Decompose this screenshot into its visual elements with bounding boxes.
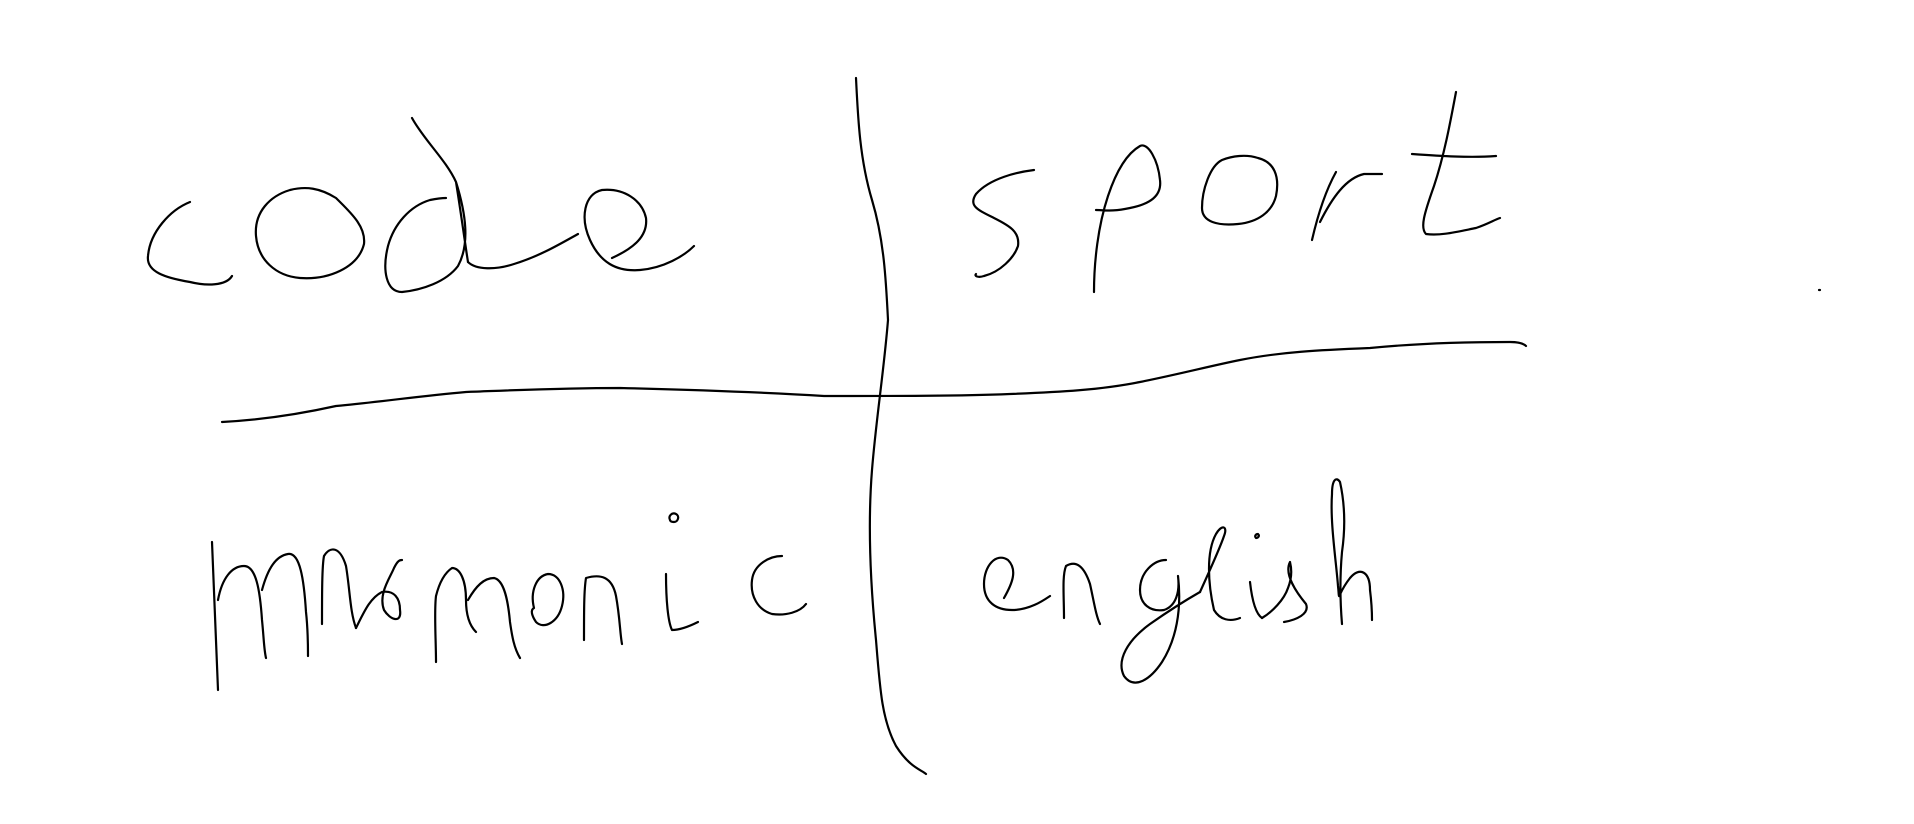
word-english-text: english xyxy=(10,9,14,11)
letter-p xyxy=(1092,144,1162,294)
word-code xyxy=(146,116,696,294)
letter-i2 xyxy=(1248,580,1264,620)
letter-e2 xyxy=(354,558,404,630)
horizontal-divider-line xyxy=(220,340,1528,424)
letter-o3 xyxy=(530,572,565,627)
letter-m-first xyxy=(210,540,310,692)
letter-e xyxy=(466,188,696,272)
letter-g xyxy=(1120,558,1202,684)
letter-o xyxy=(254,187,366,280)
letter-l xyxy=(1198,526,1242,621)
letter-e3 xyxy=(982,556,1052,612)
letter-s2 xyxy=(1260,560,1308,624)
letter-n3 xyxy=(1062,562,1102,626)
letter-s xyxy=(972,168,1036,278)
letter-i xyxy=(664,572,700,632)
letter-o2 xyxy=(1200,154,1279,226)
letter-d xyxy=(384,116,470,294)
letter-c2 xyxy=(750,554,808,616)
letter-t xyxy=(1410,90,1502,236)
letter-r xyxy=(1310,170,1384,242)
word-mnemonic xyxy=(210,512,808,692)
letter-n xyxy=(320,548,358,630)
letter-m-second xyxy=(434,566,522,664)
letter-n2 xyxy=(582,575,624,646)
letter-c xyxy=(146,200,234,286)
letter-i-dot xyxy=(668,512,680,524)
word-english xyxy=(982,478,1374,684)
letter-i2-dot xyxy=(1254,532,1260,540)
word-sport xyxy=(972,90,1502,294)
vertical-divider-line xyxy=(854,76,928,776)
letter-h xyxy=(1330,478,1374,626)
